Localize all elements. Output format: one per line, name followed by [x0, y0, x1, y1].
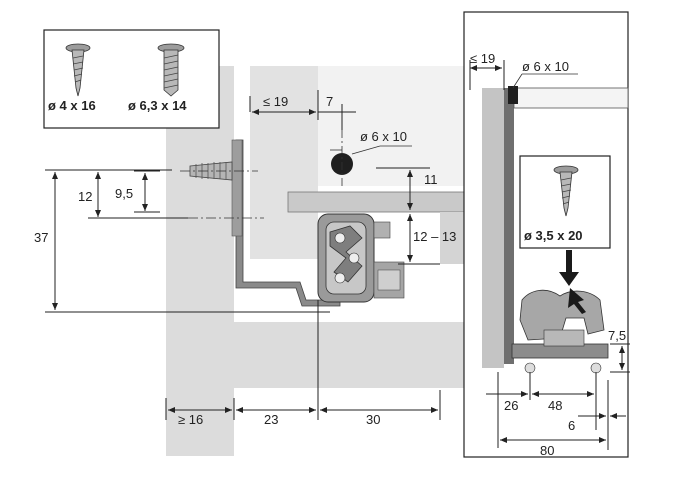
dim-80: 80 [540, 443, 554, 458]
dim-11: 11 [424, 172, 438, 187]
dim-23: 23 [264, 412, 278, 427]
right-runner-wheel-left [524, 362, 536, 374]
right-cabinet-panel [482, 88, 504, 368]
press-arrow-icon [568, 288, 586, 314]
dim-30: 30 [366, 412, 380, 427]
right-drawer-top [513, 87, 629, 109]
screw-spec-4x16: ø 4 x 16 [48, 98, 96, 113]
hole-label-right: ø 6 x 10 [522, 59, 569, 74]
screw-spec-3-5x20: ø 3,5 x 20 [524, 228, 583, 243]
hole-label-left: ø 6 x 10 [360, 129, 407, 144]
dim-min-16: ≥ 16 [178, 412, 203, 427]
drawer-side-panel [250, 66, 318, 259]
dim-9-5: 9,5 [115, 186, 133, 201]
runner-profile [317, 213, 405, 303]
chipboard-screw-icon [553, 165, 579, 217]
dim-7: 7 [326, 94, 333, 109]
cabinet-side-panel [166, 66, 234, 456]
dim-max-19-right: ≤ 19 [470, 51, 495, 66]
drawer-bottom-panel [287, 191, 465, 213]
right-runner-wheel-right [590, 362, 602, 374]
dim-7-5: 7,5 [608, 328, 626, 343]
euro-screw-icon [157, 43, 185, 97]
dim-12: 12 [78, 189, 92, 204]
dim-6: 6 [568, 418, 575, 433]
screw-spec-6-3x14: ø 6,3 x 14 [128, 98, 187, 113]
dim-48: 48 [548, 398, 562, 413]
dim-max-19-left: ≤ 19 [263, 94, 288, 109]
drawer-bottom-lip [440, 212, 464, 264]
right-runner-rail [504, 88, 514, 364]
bracket-plate [231, 139, 243, 237]
wood-screw-icon [65, 43, 91, 97]
dowel-hole-right [508, 86, 518, 104]
dim-37: 37 [34, 230, 48, 245]
right-runner-clip [543, 329, 585, 347]
dim-12-13: 12 – 13 [413, 229, 456, 244]
insert-arrow [559, 250, 579, 286]
dim-26: 26 [504, 398, 518, 413]
right-runner-assembly [519, 289, 605, 341]
lower-panel [234, 322, 464, 388]
